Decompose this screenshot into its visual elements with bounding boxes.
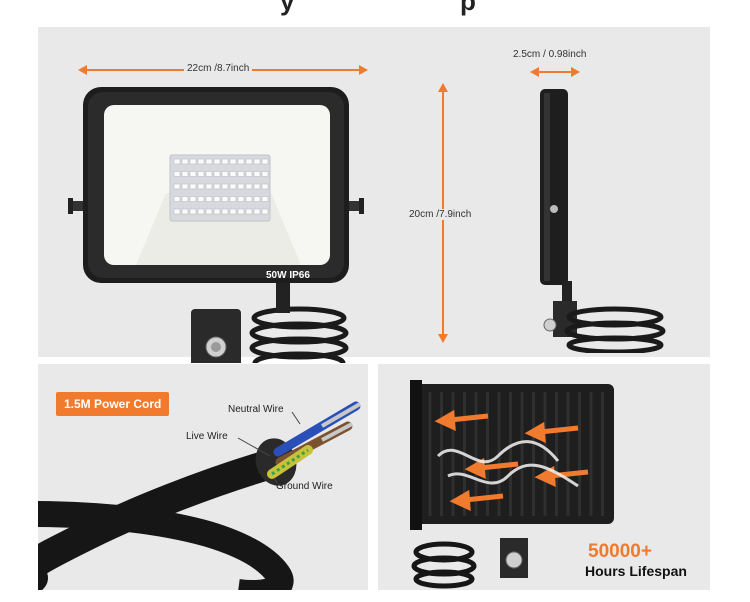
led-chip <box>245 183 253 190</box>
led-chip <box>261 171 269 177</box>
led-chip <box>189 171 197 177</box>
led-chip <box>237 196 245 202</box>
led-chip <box>229 171 237 177</box>
led-chip <box>213 158 221 165</box>
page-heading-cutoff: y p <box>0 0 750 18</box>
led-chip <box>261 208 269 215</box>
led-chip <box>221 196 229 202</box>
led-chip <box>197 171 205 177</box>
led-chip <box>205 208 213 215</box>
led-chip <box>213 183 221 190</box>
lifespan-number: 50000+ <box>588 541 652 562</box>
led-chip <box>189 196 197 202</box>
led-chip <box>189 158 197 165</box>
led-chip <box>245 158 253 165</box>
led-chip <box>213 208 221 215</box>
led-chip <box>237 171 245 177</box>
led-chip <box>221 208 229 215</box>
led-chip <box>205 196 213 202</box>
led-chip <box>197 196 205 202</box>
led-chip <box>245 196 253 202</box>
led-chip <box>197 208 205 215</box>
lifespan-text: Hours Lifespan <box>585 563 687 579</box>
led-chip <box>181 183 189 190</box>
power-cord-tag: 1.5M Power Cord <box>56 392 170 416</box>
led-chip <box>173 158 181 165</box>
floodlight-side-view <box>540 89 666 353</box>
led-chip <box>237 183 245 190</box>
width-dimension: 22cm /8.7inch <box>184 63 253 74</box>
lifespan-panel: 50000+ Hours Lifespan <box>378 364 710 590</box>
led-chip <box>213 171 221 177</box>
led-chip <box>173 208 181 215</box>
floodlight-front-view <box>68 87 364 363</box>
power-cord-illustration <box>38 401 362 590</box>
led-chip <box>221 158 229 165</box>
led-chip <box>253 183 261 190</box>
led-chip <box>213 196 221 202</box>
led-chip <box>229 196 237 202</box>
floodlight-back-view <box>410 380 614 589</box>
led-chip <box>261 158 269 165</box>
led-chip <box>205 158 213 165</box>
led-chip <box>173 196 181 202</box>
led-chip <box>181 196 189 202</box>
led-chip <box>245 171 253 177</box>
led-chip <box>189 183 197 190</box>
led-chip <box>173 183 181 190</box>
led-chip <box>173 171 181 177</box>
led-chip <box>229 183 237 190</box>
led-chip <box>253 171 261 177</box>
live-wire-label: Live Wire <box>186 431 228 442</box>
ground-wire-label: Ground Wire <box>276 481 333 492</box>
depth-arrow <box>530 67 580 77</box>
led-chip <box>237 208 245 215</box>
led-chip <box>189 208 197 215</box>
led-chip <box>181 158 189 165</box>
wattage-ip-label: 50W IP66 <box>266 270 310 281</box>
led-chip <box>253 158 261 165</box>
led-chip <box>181 208 189 215</box>
led-chip <box>245 208 253 215</box>
led-chip <box>221 171 229 177</box>
led-chip <box>197 158 205 165</box>
heading-fragment-right: p <box>460 0 476 16</box>
dimensions-panel: 22cm /8.7inch 50W IP66 20cm <box>38 27 710 363</box>
neutral-wire-label: Neutral Wire <box>228 404 284 415</box>
led-chip <box>261 196 269 202</box>
led-chip <box>181 171 189 177</box>
led-chip <box>229 158 237 165</box>
depth-dimension: 2.5cm / 0.98inch <box>510 49 590 60</box>
led-chip <box>197 183 205 190</box>
led-chip <box>253 196 261 202</box>
led-chip <box>205 183 213 190</box>
height-dimension: 20cm /7.9inch <box>406 209 475 220</box>
heading-fragment-left: y <box>280 0 295 16</box>
led-chip <box>261 183 269 190</box>
led-chip <box>221 183 229 190</box>
led-chip <box>229 208 237 215</box>
power-cord-panel: 1.5M Power Cord Neutral Wire Live Wire G… <box>38 364 368 590</box>
led-chip <box>205 171 213 177</box>
led-chip <box>253 208 261 215</box>
led-chip <box>237 158 245 165</box>
